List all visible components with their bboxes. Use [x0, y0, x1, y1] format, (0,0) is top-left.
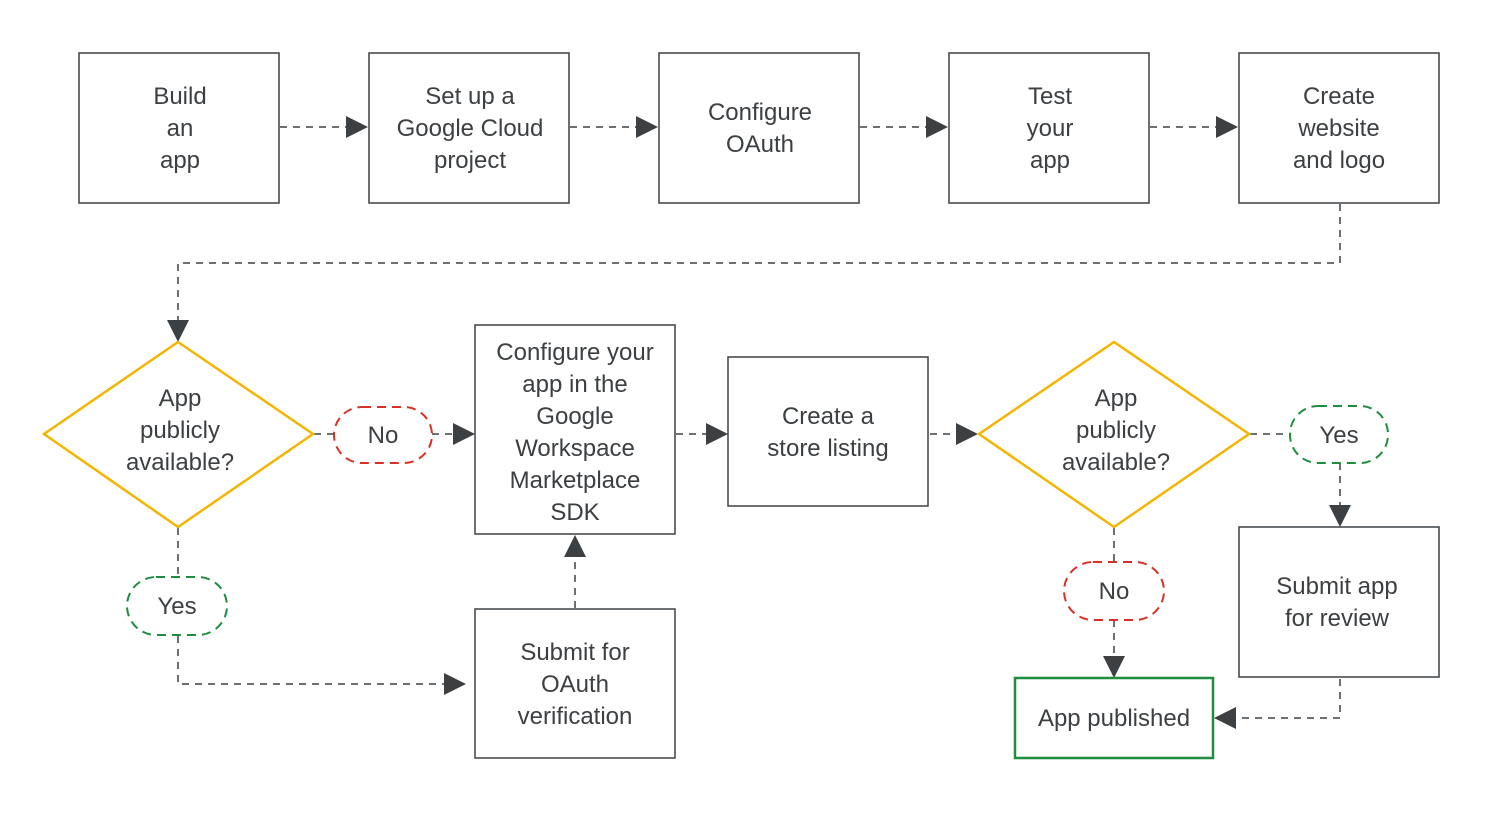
- branch-label-d1-no: No: [333, 406, 433, 464]
- node-text: Google: [536, 403, 613, 430]
- node-text: App: [1095, 385, 1138, 412]
- arrowhead: [167, 320, 189, 342]
- node-store-listing: Create a store listing: [727, 356, 929, 507]
- node-text: App: [159, 385, 202, 412]
- node-text: Set up a: [425, 83, 515, 110]
- node-text: Google Cloud: [397, 115, 544, 142]
- connector-review-to-published: [1232, 679, 1341, 719]
- branch-label-d2-yes: Yes: [1289, 405, 1389, 464]
- node-text: an: [167, 115, 194, 142]
- arrowhead: [636, 116, 658, 138]
- node-create-website: Create website and logo: [1238, 52, 1440, 204]
- node-submit-oauth: Submit for OAuth verification: [474, 608, 676, 759]
- node-text: Create: [1303, 83, 1375, 110]
- branch-text: Yes: [1319, 422, 1358, 449]
- connector-website-to-decision-1: [177, 204, 1341, 323]
- node-text: SDK: [550, 499, 599, 526]
- node-build-app: Build an app: [78, 52, 280, 204]
- node-text: store listing: [767, 435, 888, 462]
- node-text: App published: [1038, 705, 1190, 732]
- node-text: Marketplace: [510, 467, 641, 494]
- node-submit-review: Submit app for review: [1238, 526, 1440, 678]
- connector-d1-yes-b: [177, 636, 448, 685]
- node-text: website: [1297, 115, 1379, 142]
- node-configure-oauth: Configure OAuth: [658, 52, 860, 204]
- node-text: OAuth: [541, 671, 609, 698]
- node-text: Configure: [708, 99, 812, 126]
- connectors: [167, 116, 1351, 729]
- node-setup-project: Set up a Google Cloud project: [368, 52, 570, 204]
- node-text: verification: [518, 703, 633, 730]
- arrowhead: [956, 423, 978, 445]
- node-text: available?: [126, 449, 234, 476]
- node-text: Workspace: [515, 435, 635, 462]
- node-text: publicly: [140, 417, 220, 444]
- node-text: available?: [1062, 449, 1170, 476]
- decision-2-diamond: App publicly available?: [976, 340, 1252, 529]
- arrowhead: [346, 116, 368, 138]
- decision-1-diamond: App publicly available?: [41, 340, 316, 529]
- node-text: OAuth: [726, 131, 794, 158]
- branch-label-d1-yes: Yes: [126, 576, 228, 636]
- arrowhead: [1216, 116, 1238, 138]
- node-text: Submit app: [1276, 573, 1397, 600]
- node-text: publicly: [1076, 417, 1156, 444]
- arrowhead: [1103, 656, 1125, 678]
- branch-text: No: [368, 422, 399, 449]
- branch-text: Yes: [157, 593, 196, 620]
- node-test-app: Test your app: [948, 52, 1150, 204]
- node-app-published: App published: [1013, 676, 1215, 760]
- arrowhead: [1329, 505, 1351, 527]
- arrowhead: [444, 673, 466, 695]
- arrowhead: [453, 423, 475, 445]
- node-text: app: [1030, 147, 1070, 174]
- branch-label-d2-no: No: [1063, 561, 1165, 621]
- node-text: project: [434, 147, 506, 174]
- branch-text: No: [1099, 578, 1130, 605]
- node-text: for review: [1285, 605, 1390, 632]
- node-text: Configure your: [496, 339, 653, 366]
- arrowhead: [706, 423, 728, 445]
- node-text: your: [1027, 115, 1074, 142]
- node-text: Test: [1028, 83, 1072, 110]
- arrowhead: [564, 535, 586, 557]
- node-configure-sdk: Configure your app in the Google Workspa…: [474, 324, 676, 535]
- node-text: Create a: [782, 403, 875, 430]
- node-text: Submit for: [520, 639, 629, 666]
- node-text: app: [160, 147, 200, 174]
- arrowhead: [926, 116, 948, 138]
- node-text: and logo: [1293, 147, 1385, 174]
- node-text: Build: [153, 83, 206, 110]
- node-text: app in the: [522, 371, 627, 398]
- arrowhead: [1214, 707, 1236, 729]
